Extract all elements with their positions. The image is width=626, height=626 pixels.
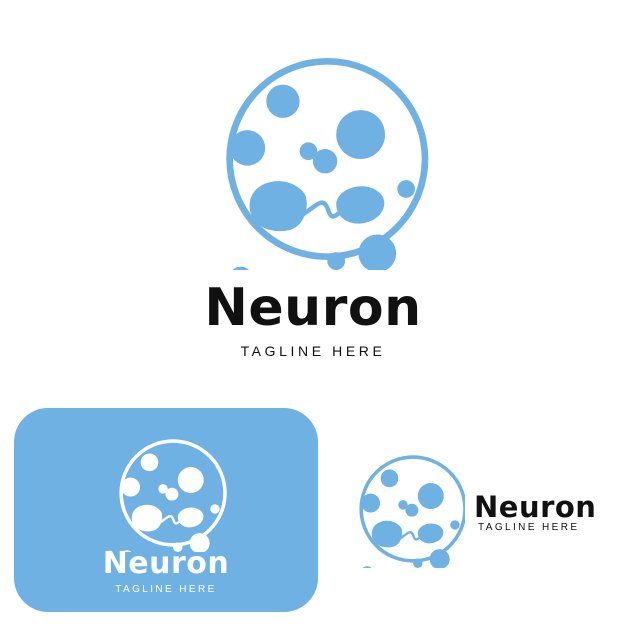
neuron-dot — [210, 504, 220, 514]
neuron-circle-icon — [359, 455, 465, 568]
neuron-dot — [122, 550, 132, 552]
neuron-dot — [158, 484, 168, 494]
neuron-circle-icon — [226, 57, 429, 270]
logo-tagline: TAGLINE HERE — [240, 343, 386, 359]
neuron-dot — [173, 542, 183, 552]
neuron-dot — [450, 520, 460, 530]
neuron-dot — [380, 469, 399, 488]
neuron-dot — [312, 149, 338, 174]
logo-card-wordmark: Neuron — [102, 546, 230, 581]
neuron-dot — [189, 533, 210, 552]
neuron-body-left — [249, 181, 307, 232]
neuron-body-left — [371, 520, 403, 548]
axon-link — [300, 200, 346, 219]
neuron-dot — [232, 266, 250, 270]
logo-side-wordmark: Neuron — [474, 490, 597, 524]
axon-link — [398, 531, 423, 541]
logo-card: Neuron TAGLINE HERE — [14, 408, 318, 612]
logo-card-tagline: TAGLINE HERE — [115, 584, 217, 595]
neuron-dot — [405, 503, 419, 517]
neuron-dot — [358, 234, 397, 270]
neuron-dot — [361, 493, 381, 513]
neuron-body-right — [177, 507, 204, 528]
neuron-dot — [229, 130, 266, 166]
neuron-dot — [266, 84, 300, 118]
neuron-dot — [299, 142, 318, 161]
neuron-dot — [429, 549, 450, 568]
logo-wordmark: Neuron — [204, 278, 422, 338]
neuron-body-right — [336, 186, 385, 224]
neuron-dot — [398, 500, 408, 510]
neuron-dot — [413, 558, 423, 568]
axon-link — [158, 515, 183, 525]
neuron-dot — [327, 252, 346, 270]
ring-shape — [226, 57, 429, 261]
neuron-dot — [140, 453, 159, 472]
neuron-dot — [121, 477, 141, 497]
neuron-dot — [417, 483, 444, 509]
neuron-body-left — [131, 504, 163, 532]
neuron-dot — [177, 467, 204, 493]
neuron-dot — [362, 566, 372, 568]
ring-shape — [119, 439, 227, 547]
neuron-circle-icon — [119, 439, 227, 552]
logo-side-tagline: TAGLINE HERE — [478, 522, 580, 533]
neuron-dot — [336, 110, 386, 159]
ring-shape — [359, 455, 465, 563]
neuron-body-right — [417, 523, 444, 544]
neuron-dot — [397, 180, 416, 198]
neuron-dot — [165, 487, 179, 501]
